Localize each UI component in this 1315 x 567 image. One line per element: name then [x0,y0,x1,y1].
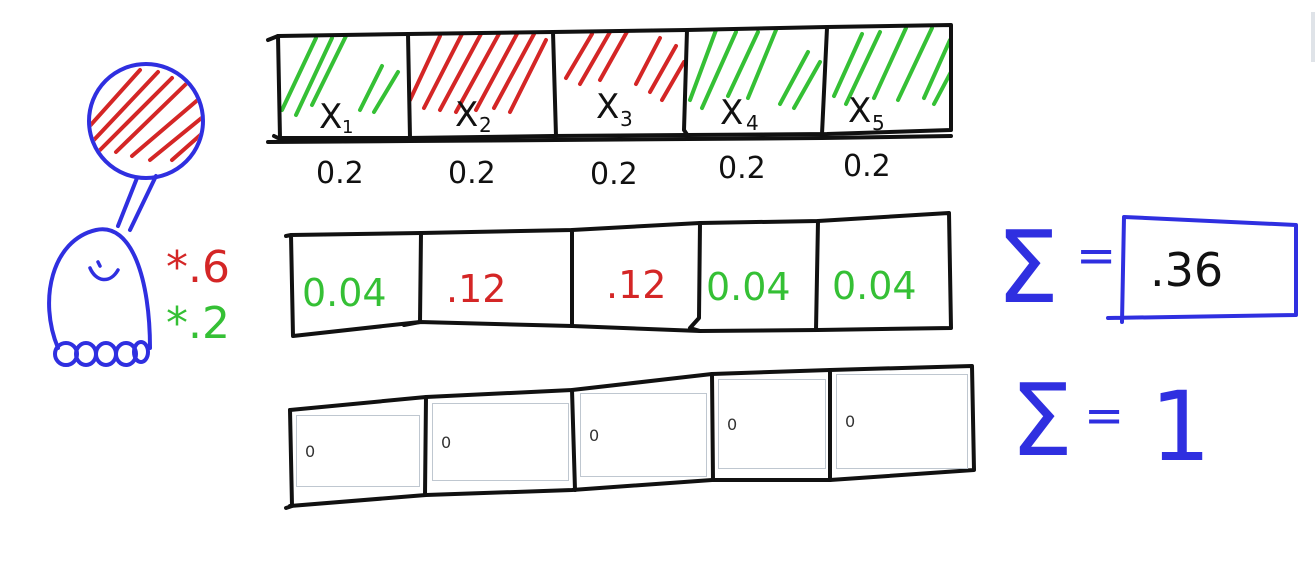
answer-input-x2[interactable] [432,403,569,481]
prior-x4: 0.2 [718,151,766,186]
hatch-green-icon [280,36,400,117]
hatch-red-icon [408,34,548,114]
multiplier-hit: *.6 [166,242,230,293]
sum-normalized: Σ = 1 [1010,362,1211,483]
multiplier-miss: *.2 [166,298,230,349]
sum-products-value: .36 [1150,243,1223,297]
hatch-red-icon [564,32,686,102]
sum-products-equals: = [1076,228,1116,284]
answer-input-x5[interactable] [836,374,968,469]
robot-icon [47,62,205,367]
world-cells-row: X 1 X 2 X 3 X 4 X 5 0.2 0.2 0.2 0.2 0.2 [266,23,953,192]
prior-x3: 0.2 [590,157,638,192]
sensor-bubble-icon [87,62,205,180]
sum-products: Σ = .36 [996,209,1298,326]
sum-normalized-equals: = [1084,388,1124,444]
answer-input-x3[interactable] [580,393,707,477]
cell-label-x1: X [319,97,342,137]
product-x3: .12 [606,263,666,307]
cell-sub-x1: 1 [342,117,353,138]
answer-input-x4[interactable] [718,379,826,469]
hatch-green-icon [832,26,951,106]
prior-x2: 0.2 [448,156,496,191]
world-cell-borders [266,23,953,144]
sum-products-box [1106,215,1298,324]
scrollbar-edge [1311,12,1315,62]
prior-x5: 0.2 [843,149,891,184]
sigma-icon: Σ [996,209,1059,326]
answer-row-frame [284,364,976,510]
answer-input-x1[interactable] [296,415,420,487]
product-x4: 0.04 [706,265,791,309]
hatch-green-icon [688,30,822,110]
cell-sub-x3: 3 [620,107,633,131]
cell-sub-x2: 2 [479,113,492,137]
cell-sub-x4: 4 [746,111,759,135]
cell-label-x3: X [596,87,619,127]
cell-label-x5: X [848,91,871,131]
product-x5: 0.04 [832,264,917,308]
product-x1: 0.04 [302,271,387,315]
cell-label-x4: X [720,93,743,133]
prior-x1: 0.2 [316,156,364,191]
products-row: 0.04 .12 .12 0.04 0.04 [284,211,953,338]
sigma-icon: Σ [1010,362,1073,479]
product-x2: .12 [446,267,506,311]
cell-label-x2: X [455,95,478,135]
cell-sub-x5: 5 [872,111,885,135]
sum-normalized-value: 1 [1150,371,1211,483]
